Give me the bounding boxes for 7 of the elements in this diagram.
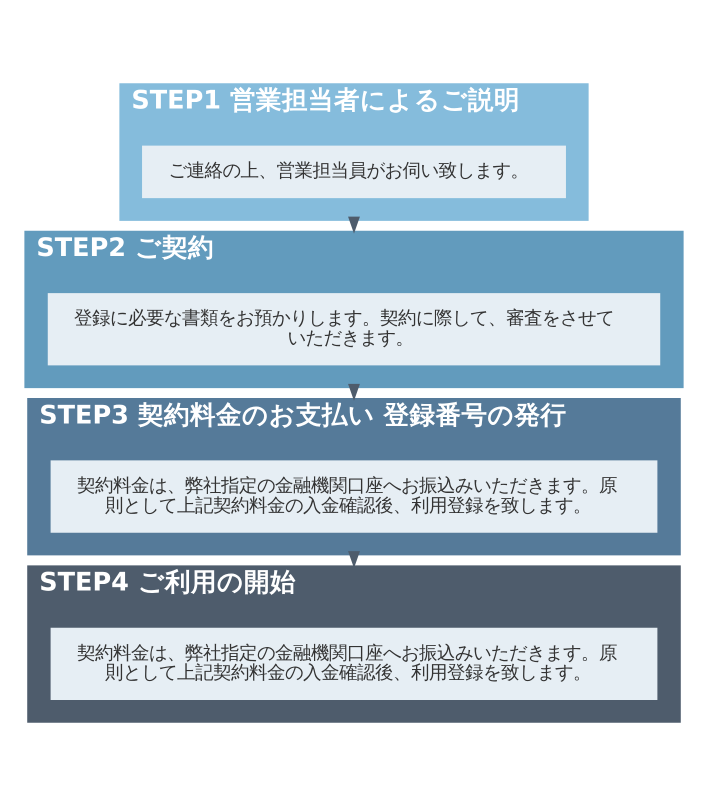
node-box: 契約料金は、弊社指定の金融機関口座へお振込みいただきます。原則として上記契約料金の入金確認後、利用登録を致します。 <box>50 460 658 532</box>
node-box: 契約料金は、弊社指定の金融機関口座へお振込みいただきます。原則として上記契約料金の入金確認後、利用登録を致します。 <box>50 627 658 700</box>
node-box: 登録に必要な書類をお預かりします。契約に際して、審査をさせていただきます。 <box>48 292 660 365</box>
arrow <box>348 383 360 400</box>
node-box: ご連絡の上、営業担当員がお伺い致します。 <box>142 145 566 198</box>
arrow <box>348 216 360 234</box>
arrow <box>348 550 360 568</box>
